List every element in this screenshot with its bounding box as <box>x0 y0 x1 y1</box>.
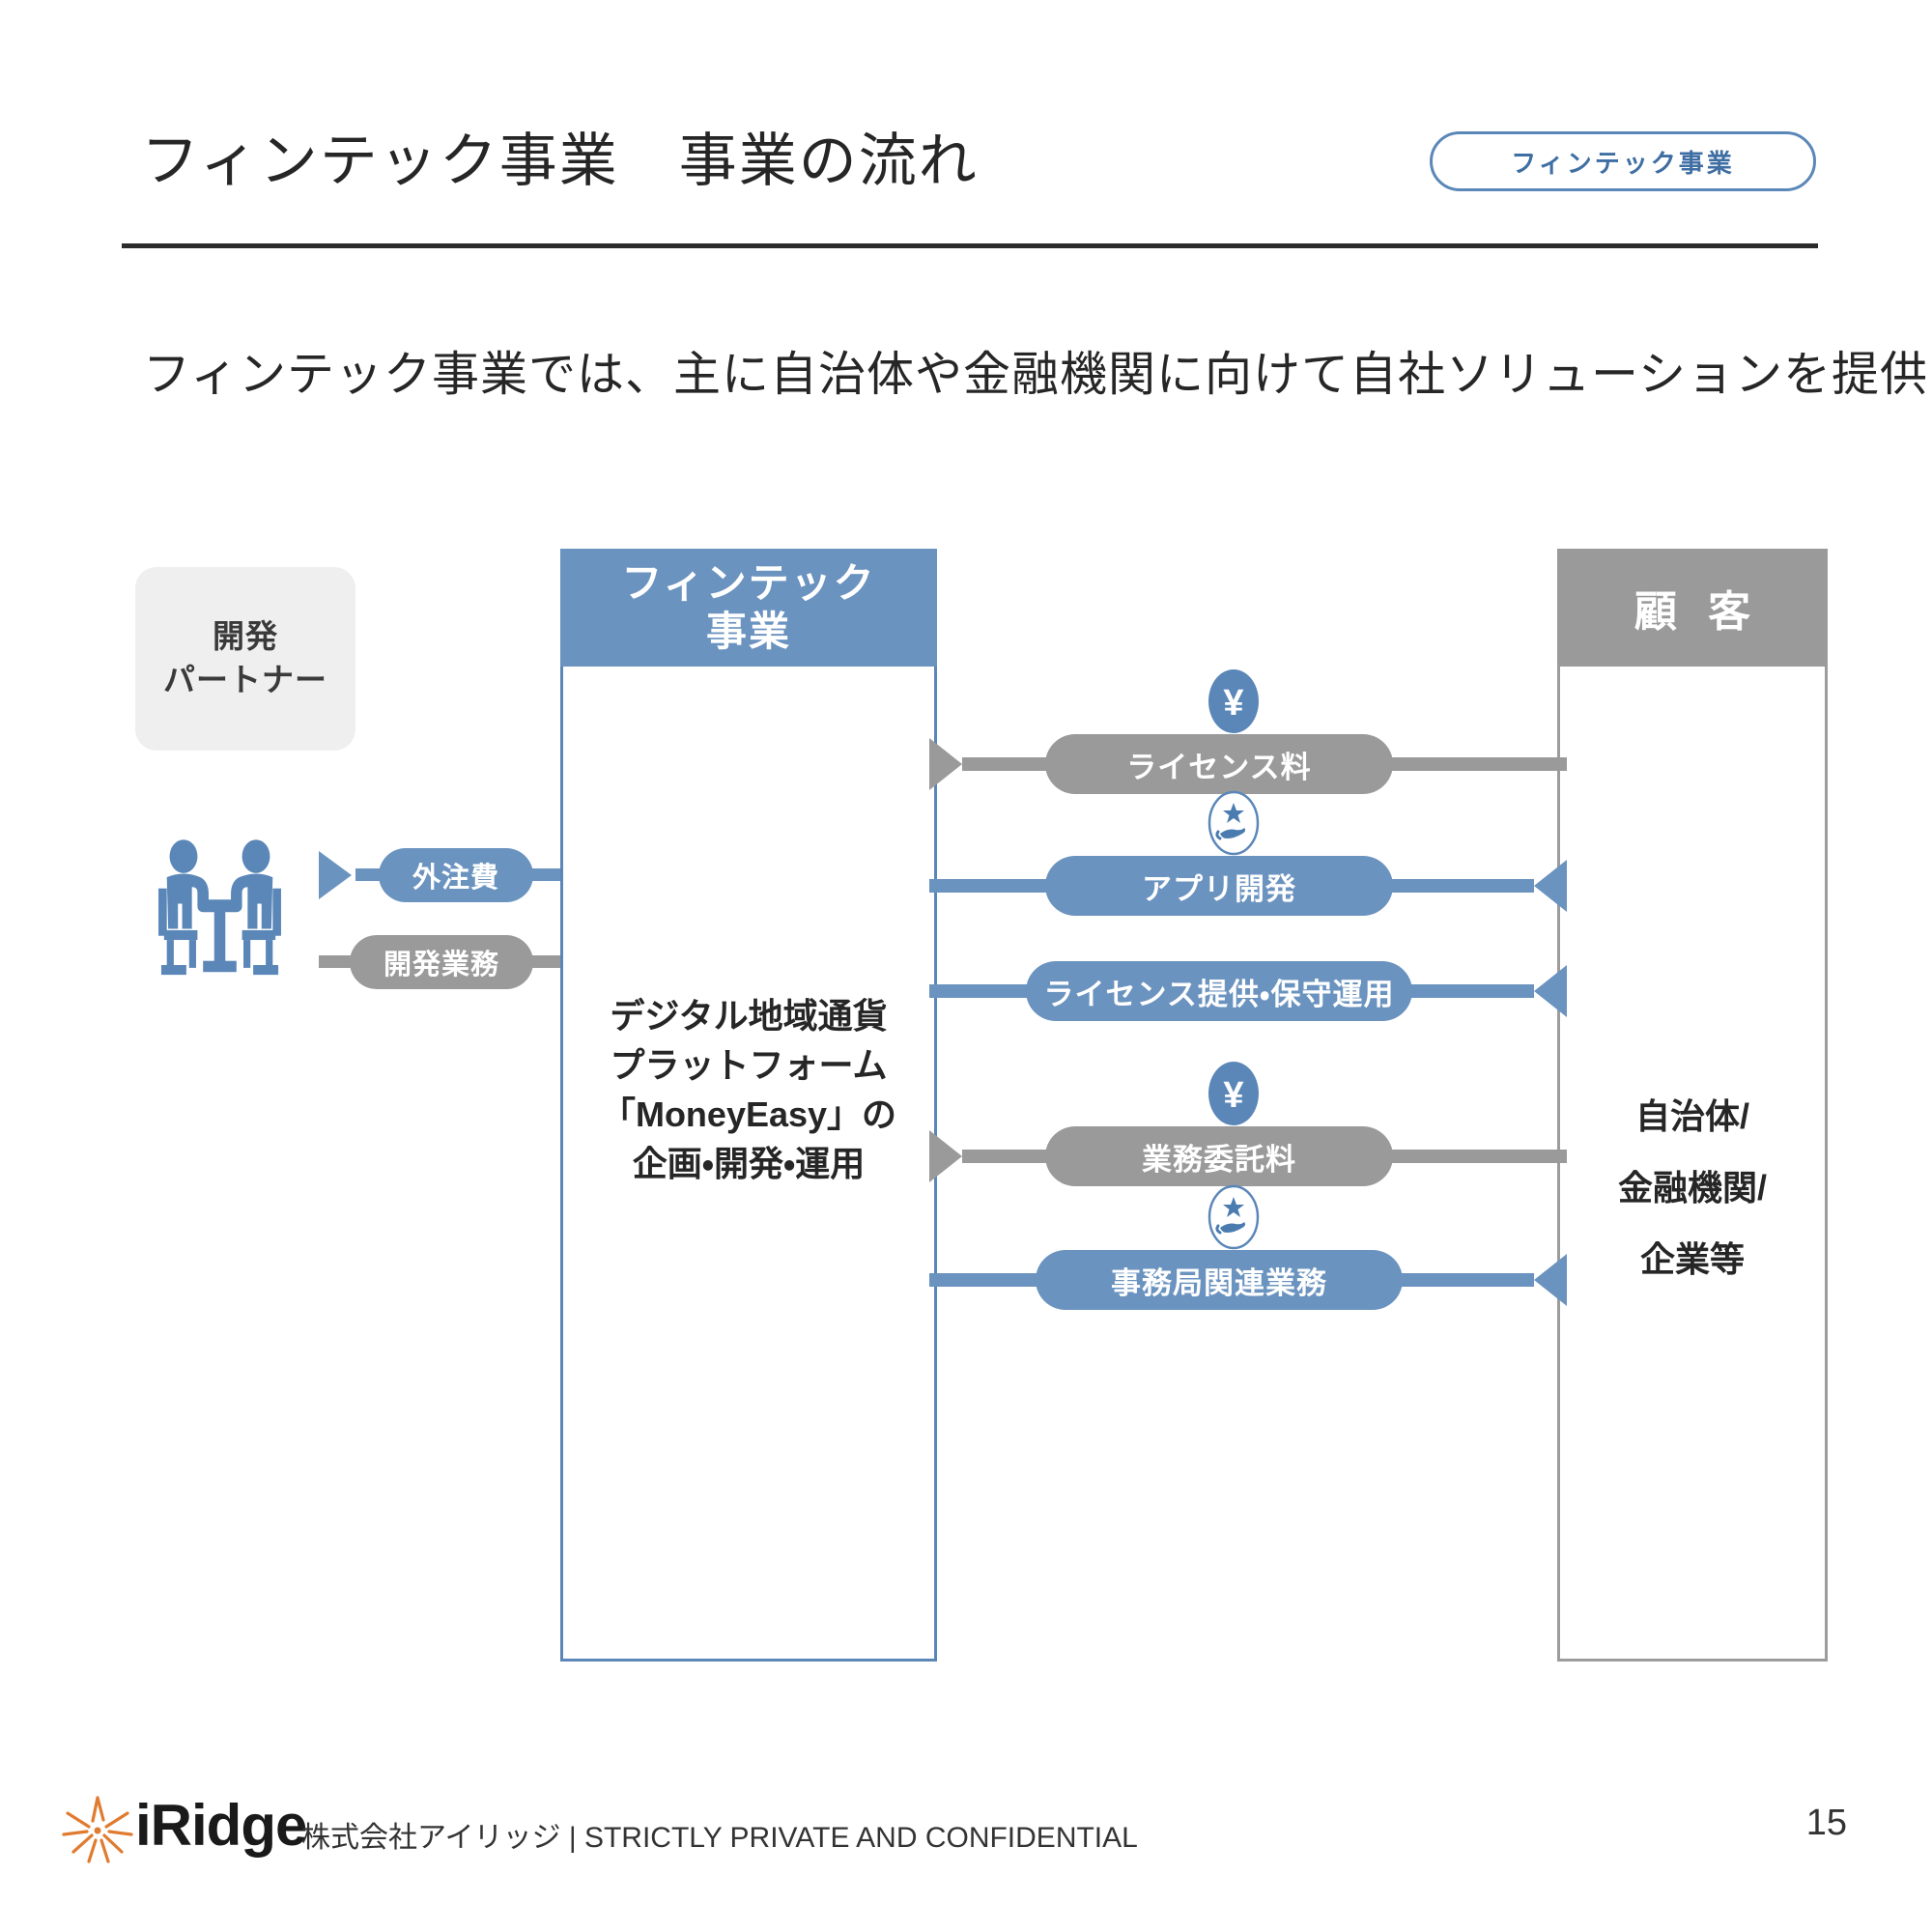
center-flow-row-3: 業務委託料 <box>929 1126 1567 1186</box>
customer-column-header: 顧 客 <box>1557 549 1828 667</box>
fintech-body-line3: 「MoneyEasy」の <box>600 1094 897 1135</box>
lead-sentence: フィンテック事業では、主に自治体や金融機関に向けて自社ソリューションを提供する。 <box>143 349 1932 401</box>
center-flow-row-1: アプリ開発 <box>929 856 1567 916</box>
center-flow-row-0: ライセンス料 <box>929 734 1567 794</box>
meeting-people-icon <box>150 833 290 978</box>
center-flow-row-4: 事務局関連業務 <box>929 1250 1567 1310</box>
section-badge: フィンテック事業 <box>1430 131 1816 191</box>
svg-text:¥: ¥ <box>1223 683 1243 724</box>
center-flow-arrowhead-0 <box>929 738 962 790</box>
center-flow-label-1: アプリ開発 <box>1142 871 1296 906</box>
center-flow-arrowhead-4 <box>1534 1254 1567 1306</box>
center-flow-label-0: ライセンス料 <box>1126 750 1312 784</box>
service-hand-icon <box>1208 1184 1260 1250</box>
center-flow-pill-2[interactable]: ライセンス提供・保守運用 <box>1026 961 1412 1021</box>
partner-label-line2: パートナー <box>163 662 327 697</box>
side-flow-label-0: 外注費 <box>412 863 499 894</box>
center-flow-label-4: 事務局関連業務 <box>1111 1265 1327 1300</box>
fintech-column-header: フィンテック 事業 <box>560 549 937 667</box>
yen-coin-icon: ¥ <box>1208 668 1260 734</box>
svg-text:¥: ¥ <box>1223 1075 1243 1116</box>
yen-coin-icon: ¥ <box>1208 1061 1260 1126</box>
section-badge-label: フィンテック事業 <box>1511 148 1735 178</box>
fintech-header-line1: フィンテック <box>621 559 876 606</box>
service-hand-icon <box>1208 790 1260 856</box>
center-flow-label-3: 業務委託料 <box>1142 1142 1296 1177</box>
fintech-body-line1: デジタル地域通貨 <box>610 996 888 1036</box>
page-number: 15 <box>1805 1803 1847 1843</box>
fintech-column-body: デジタル地域通貨 プラットフォーム 「MoneyEasy」の 企画・開発・運用 <box>563 991 934 1188</box>
center-flow-label-2: ライセンス提供・保守運用 <box>1043 977 1395 1011</box>
title-divider <box>122 243 1818 248</box>
fintech-header-line2: 事業 <box>705 609 791 654</box>
footer-confidential-note: 株式会社アイリッジ | STRICTLY PRIVATE AND CONFIDE… <box>301 1822 1138 1854</box>
customer-column-body: 自治体/ 金融機関/ 企業等 <box>1560 1081 1825 1294</box>
center-flow-arrowhead-3 <box>929 1130 962 1182</box>
center-flow-pill-3[interactable]: 業務委託料 <box>1045 1126 1393 1186</box>
customer-body-line3: 企業等 <box>1639 1238 1745 1279</box>
fintech-business-column: フィンテック 事業 デジタル地域通貨 プラットフォーム 「MoneyEasy」の… <box>560 549 937 1662</box>
center-flow-pill-0[interactable]: ライセンス料 <box>1045 734 1393 794</box>
side-flow-arrowhead-0 <box>319 851 352 899</box>
center-flow-arrowhead-1 <box>1534 860 1567 912</box>
center-flow-pill-1[interactable]: アプリ開発 <box>1045 856 1393 916</box>
fintech-body-line4: 企画・開発・運用 <box>632 1144 866 1184</box>
page-title: フィンテック事業 事業の流れ <box>141 128 979 193</box>
center-flow-arrowhead-2 <box>1534 965 1567 1017</box>
development-partner-card: 開発 パートナー <box>135 567 355 751</box>
side-flow-label-1: 開発業務 <box>383 950 499 980</box>
center-flow-pill-4[interactable]: 事務局関連業務 <box>1036 1250 1403 1310</box>
side-flow-pill-1[interactable]: 開発業務 <box>350 935 533 989</box>
partner-label-line1: 開発 <box>213 618 278 655</box>
customer-body-line2: 金融機関/ <box>1617 1167 1767 1208</box>
customer-column: 顧 客 自治体/ 金融機関/ 企業等 <box>1557 549 1828 1662</box>
footer-brand-name: iRidge <box>135 1793 307 1858</box>
side-flow-row-0: 外注費 <box>319 848 628 902</box>
customer-body-line1: 自治体/ <box>1634 1096 1749 1136</box>
customer-header-label: 顧 客 <box>1634 588 1761 636</box>
center-flow-row-2: ライセンス提供・保守運用 <box>929 961 1567 1021</box>
fintech-body-line2: プラットフォーム <box>610 1045 888 1086</box>
iridge-logo-icon <box>60 1792 135 1867</box>
side-flow-pill-0[interactable]: 外注費 <box>379 848 533 902</box>
